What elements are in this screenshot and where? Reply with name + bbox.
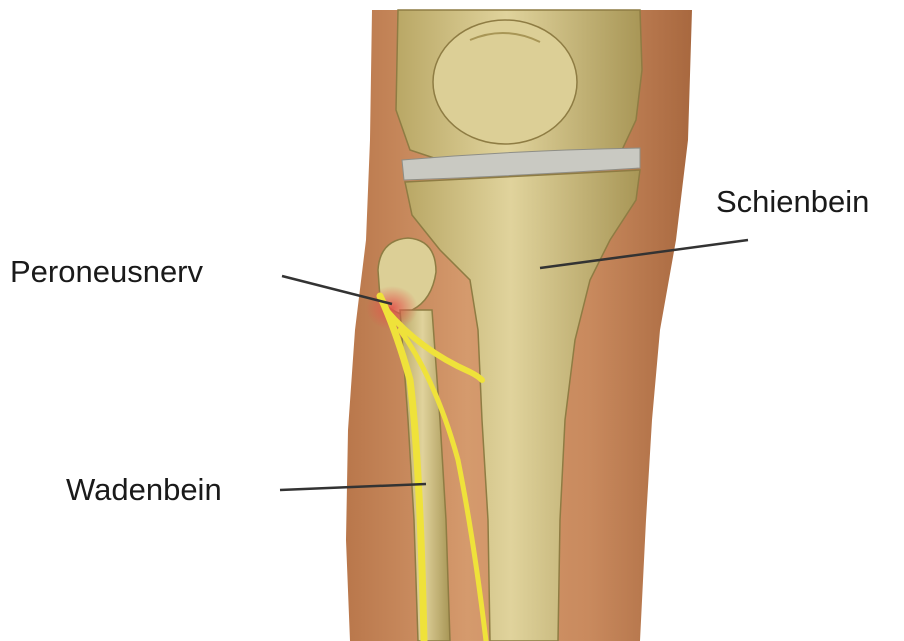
label-peroneusnerv: Peroneusnerv xyxy=(10,256,203,287)
patella xyxy=(433,20,577,144)
label-schienbein: Schienbein xyxy=(716,186,869,217)
label-wadenbein: Wadenbein xyxy=(66,474,222,505)
